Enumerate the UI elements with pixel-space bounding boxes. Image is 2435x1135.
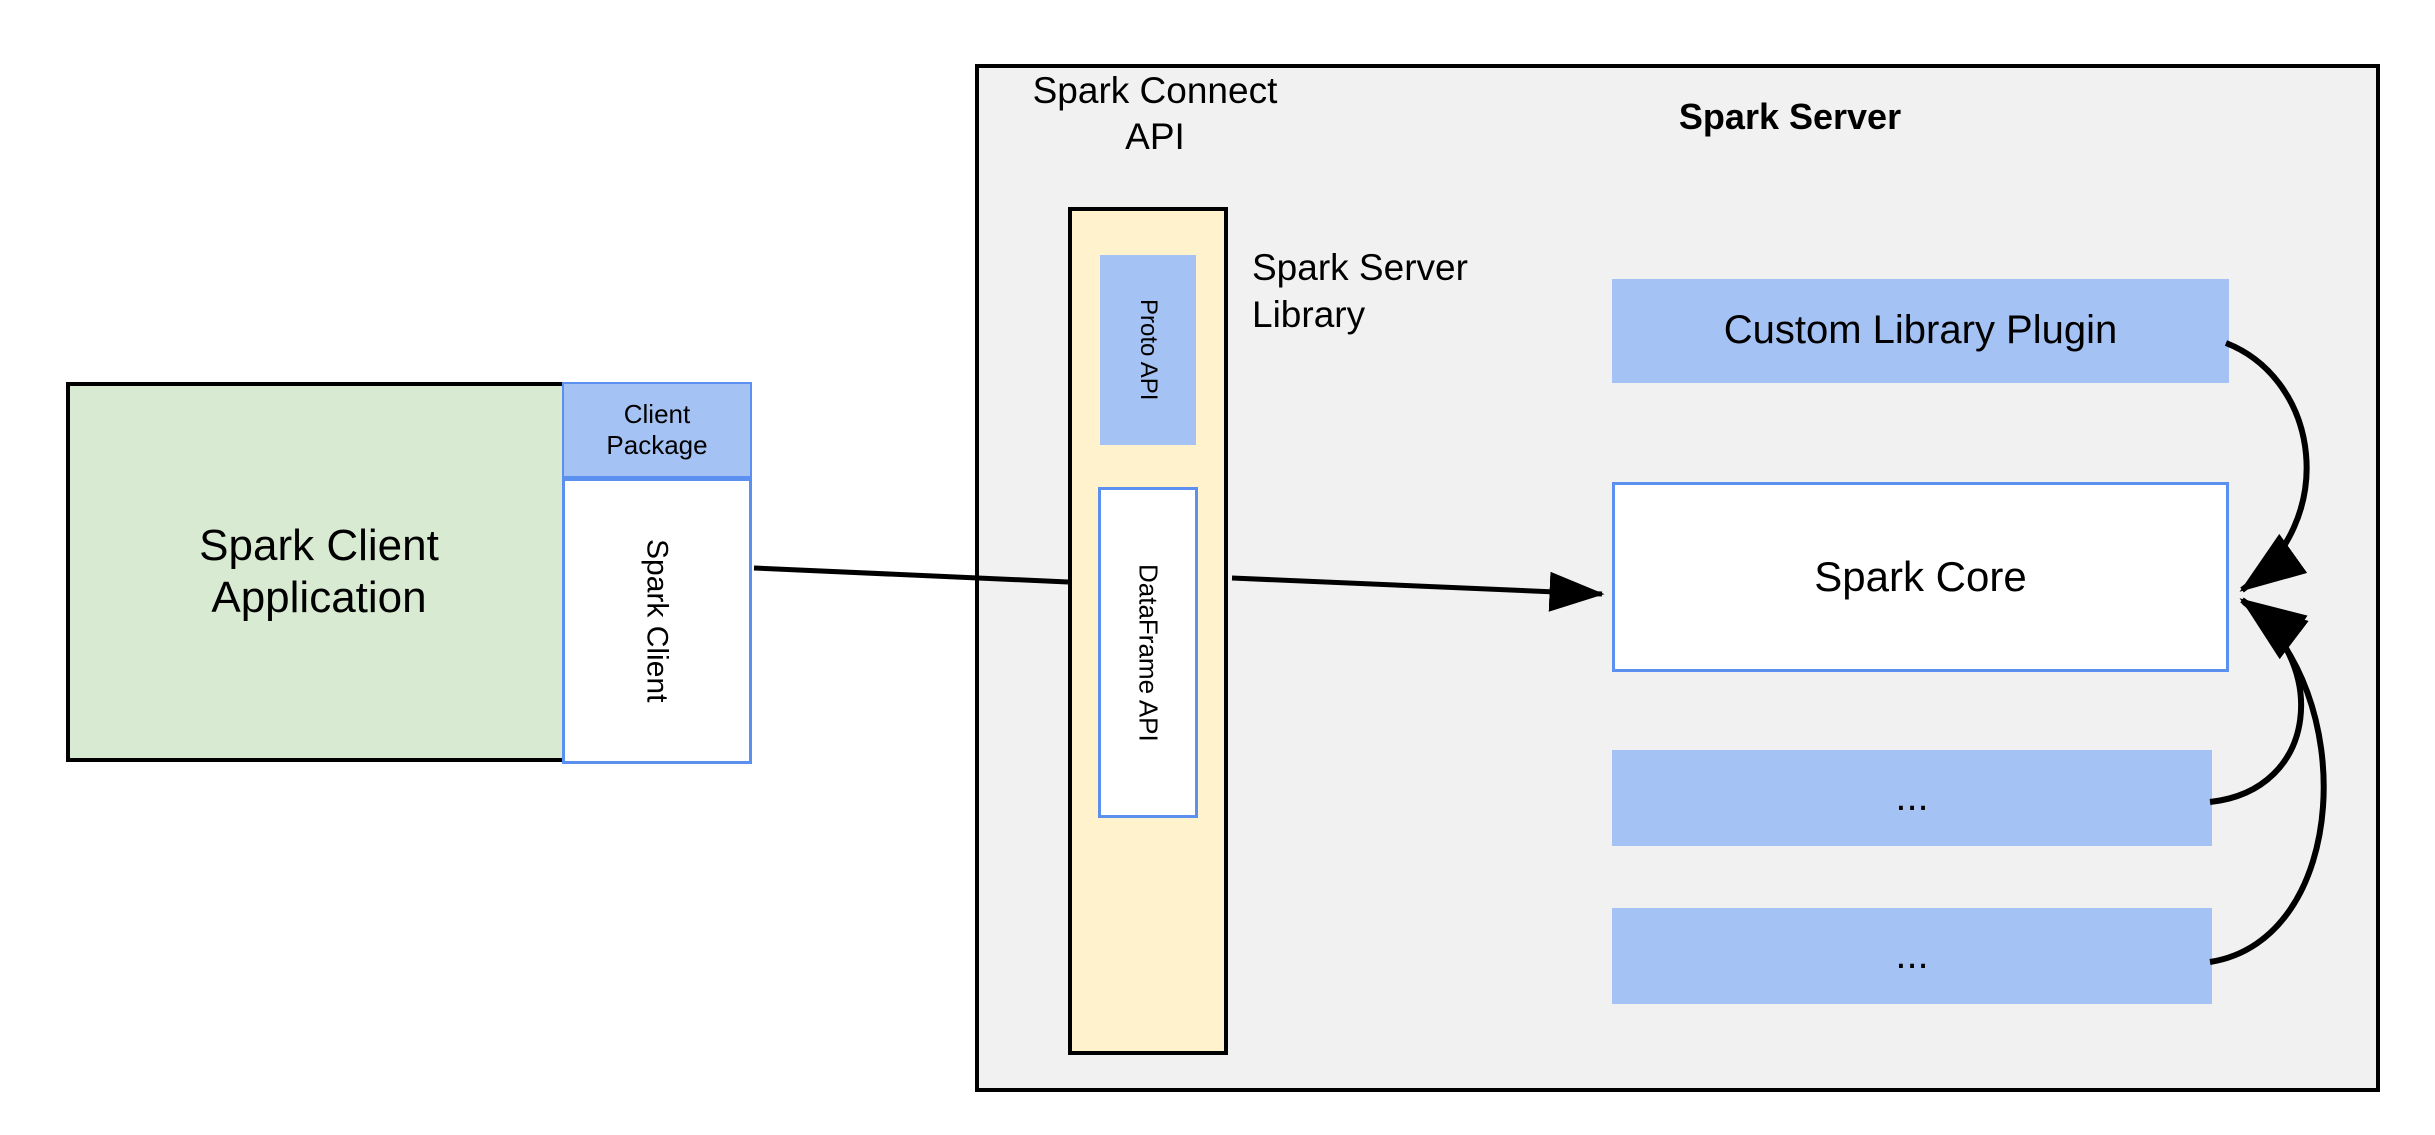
ellipsis-block-1: ... [1612,750,2212,846]
spark-client-application-label-line2: Application [211,573,427,622]
ellipsis-block-1-label: ... [1895,775,1929,820]
ellipsis-block-2-label: ... [1895,933,1929,978]
proto-api-block: Proto API [1100,255,1196,445]
custom-library-plugin-block: Custom Library Plugin [1612,279,2229,383]
spark-core-label: Spark Core [1814,553,2027,601]
dataframe-api-label: DataFrame API [1133,563,1164,742]
spark-client-label: Spark Client [640,539,674,703]
proto-api-label: Proto API [1135,299,1163,401]
spark-server-library-label-line1: Spark Server [1252,247,1468,288]
spark-client-application-label-line1: Spark Client [199,521,439,571]
dataframe-api-block: DataFrame API [1098,487,1198,818]
spark-core-block: Spark Core [1612,482,2229,672]
spark-connect-api-label: Spark Connect API [1010,68,1300,164]
spark-client-block: Spark Client [562,478,752,764]
client-package-label-line2: Package [606,430,708,460]
spark-connect-api-label-line1: Spark Connect [1032,70,1278,111]
spark-connect-api-label-line2: API [1125,115,1185,157]
spark-server-title: Spark Server [1678,96,1902,137]
spark-client-application-block: Spark Client Application [66,382,572,762]
ellipsis-block-2: ... [1612,908,2212,1004]
client-package-label-line1: Client [623,399,691,430]
spark-server-library-label-line2: Library [1252,293,1366,335]
spark-server-library-label: Spark Server Library [1252,245,1542,345]
custom-library-plugin-label: Custom Library Plugin [1723,308,2118,353]
client-package-block: Client Package [562,382,752,478]
